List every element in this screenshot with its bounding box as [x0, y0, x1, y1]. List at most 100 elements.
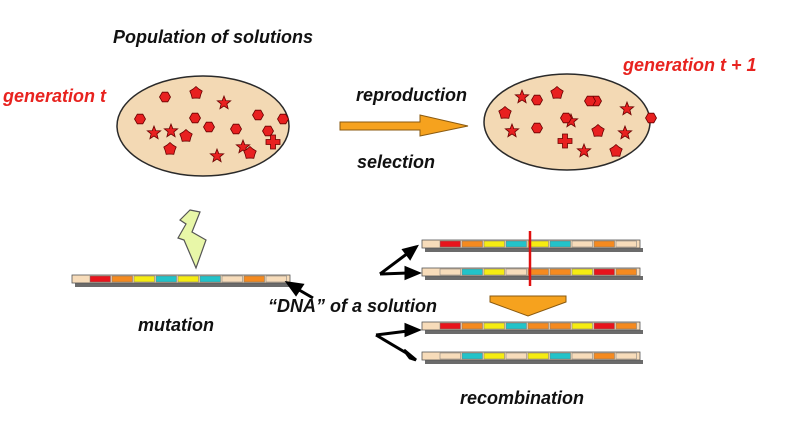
population-ellipse-t [116, 75, 290, 177]
gene-orange [461, 240, 483, 248]
circle-burst-solution-icon [609, 143, 623, 157]
star-solution-icon [235, 138, 251, 154]
reproduction-arrow [339, 114, 469, 137]
gene-orange [243, 275, 265, 283]
gene-yellow [483, 240, 505, 248]
gene-orange [111, 275, 133, 283]
star-solution-icon [617, 124, 633, 140]
hexagon-solution-icon [262, 125, 274, 137]
dna-pointer-arrow [284, 281, 314, 300]
gene-yellow [483, 268, 505, 276]
hexagon-solution-icon [134, 113, 146, 125]
recombination-label: recombination [460, 388, 585, 408]
selection-label: selection [357, 152, 436, 172]
hexagon-solution-icon [277, 113, 289, 125]
hexagon-solution-icon [560, 112, 572, 124]
population-generation-t [116, 75, 290, 177]
gene-orange [615, 268, 637, 276]
hexagon-solution-icon [531, 94, 543, 106]
recombination-down-arrow [489, 295, 567, 317]
gene-orange [549, 322, 571, 330]
gene-red [593, 268, 615, 276]
generation-t-label: generation t [3, 86, 107, 106]
chromosome-mutation [71, 274, 293, 287]
hexagon-solution-icon [645, 112, 657, 124]
chromosome-parent-a [421, 239, 643, 252]
gene-cyan [549, 352, 571, 360]
parents-bracket-arrows [379, 244, 422, 281]
gene-yellow [571, 268, 593, 276]
gene-yellow [571, 322, 593, 330]
mutation-label: mutation [138, 315, 214, 335]
gene-yellow [527, 352, 549, 360]
gene-beige [439, 268, 461, 276]
gene-beige [615, 352, 637, 360]
population-generation-t1 [483, 73, 657, 171]
star-solution-icon [216, 94, 232, 110]
gene-red [89, 275, 111, 283]
cross-solution-icon [557, 133, 573, 149]
hexagon-solution-icon [159, 91, 171, 103]
gene-yellow [177, 275, 199, 283]
gene-red [439, 240, 461, 248]
gene-orange [549, 268, 571, 276]
chromosome-child-a [421, 321, 643, 334]
star-solution-icon [576, 142, 592, 158]
gene-orange [615, 322, 637, 330]
gene-yellow [527, 240, 549, 248]
gene-cyan [199, 275, 221, 283]
circle-burst-solution-icon [243, 145, 257, 159]
gene-beige [571, 240, 593, 248]
gene-orange [527, 322, 549, 330]
population-title: Population of solutions [113, 27, 313, 47]
generation-t1-label: generation t + 1 [623, 55, 757, 75]
gene-beige [265, 275, 287, 283]
gene-cyan [155, 275, 177, 283]
reproduction-label: reproduction [356, 85, 467, 105]
hexagon-solution-icon [230, 123, 242, 135]
gene-cyan [505, 322, 527, 330]
circle-burst-solution-icon [163, 141, 177, 155]
gene-red [439, 322, 461, 330]
star-solution-icon [619, 100, 635, 116]
gene-cyan [461, 352, 483, 360]
hexagon-solution-icon [531, 122, 543, 134]
circle-burst-solution-icon [550, 85, 564, 99]
mutation-lightning-icon [177, 209, 207, 270]
gene-orange [593, 352, 615, 360]
hexagon-solution-icon [252, 109, 264, 121]
hexagon-solution-icon [189, 112, 201, 124]
star-solution-icon [209, 147, 225, 163]
gene-yellow [483, 322, 505, 330]
star-solution-icon [163, 122, 179, 138]
gene-cyan [549, 240, 571, 248]
gene-orange [461, 322, 483, 330]
children-bracket-arrows [375, 322, 422, 362]
gene-beige [505, 268, 527, 276]
hexagon-solution-icon [203, 121, 215, 133]
gene-beige [221, 275, 243, 283]
hexagon-solution-icon [584, 95, 596, 107]
gene-cyan [505, 240, 527, 248]
circle-burst-solution-icon [591, 123, 605, 137]
chromosome-parent-b [421, 267, 643, 280]
cross-solution-icon [265, 134, 281, 150]
circle-burst-solution-icon [189, 85, 203, 99]
star-solution-icon [146, 124, 162, 140]
gene-beige [571, 352, 593, 360]
gene-cyan [461, 268, 483, 276]
gene-beige [615, 240, 637, 248]
circle-burst-solution-icon [179, 128, 193, 142]
gene-beige [505, 352, 527, 360]
gene-beige [439, 352, 461, 360]
gene-orange [527, 268, 549, 276]
star-solution-icon [504, 122, 520, 138]
chromosome-child-b [421, 351, 643, 364]
gene-orange [593, 240, 615, 248]
gene-yellow [483, 352, 505, 360]
dna-label: “DNA” of a solution [268, 296, 437, 316]
circle-burst-solution-icon [498, 105, 512, 119]
star-solution-icon [514, 88, 530, 104]
gene-red [593, 322, 615, 330]
